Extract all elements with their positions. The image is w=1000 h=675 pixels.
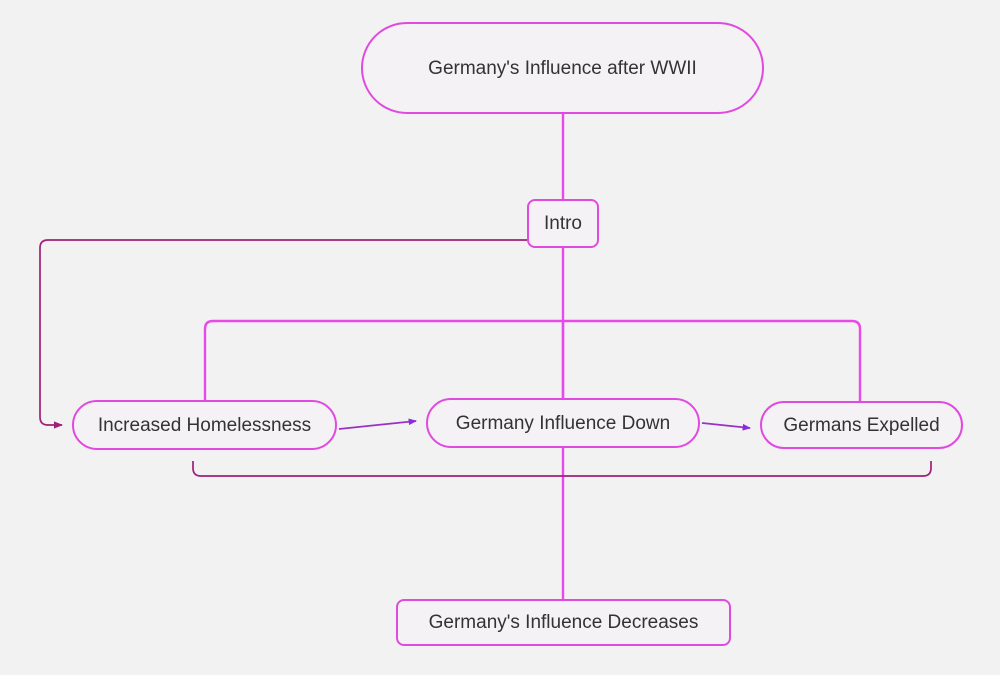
node-label: Germany's Influence Decreases bbox=[428, 612, 699, 633]
edge-homelessness-to-influence-down bbox=[338, 418, 417, 430]
node-label: Increased Homelessness bbox=[97, 414, 312, 436]
edge-influence-down-to-expelled bbox=[701, 422, 751, 431]
node-increased-homelessness[interactable]: Increased Homelessness bbox=[72, 400, 337, 450]
node-label: Germany Influence Down bbox=[455, 412, 671, 434]
node-germanys-influence-decreases[interactable]: Germany's Influence Decreases bbox=[396, 599, 731, 646]
edge-group-bracket bbox=[192, 461, 932, 477]
node-intro[interactable]: Intro bbox=[527, 199, 599, 248]
node-germany-influence-down[interactable]: Germany Influence Down bbox=[426, 398, 700, 448]
edge-branch-bar-left bbox=[203, 319, 563, 400]
node-germanys-influence-after-wwii[interactable]: Germany's Influence after WWII bbox=[361, 22, 764, 114]
node-germans-expelled[interactable]: Germans Expelled bbox=[760, 401, 963, 449]
node-label: Intro bbox=[543, 213, 583, 234]
node-label: Germans Expelled bbox=[783, 414, 940, 436]
node-label: Germany's Influence after WWII bbox=[428, 57, 697, 79]
edge-branch-bar-right bbox=[563, 319, 862, 401]
